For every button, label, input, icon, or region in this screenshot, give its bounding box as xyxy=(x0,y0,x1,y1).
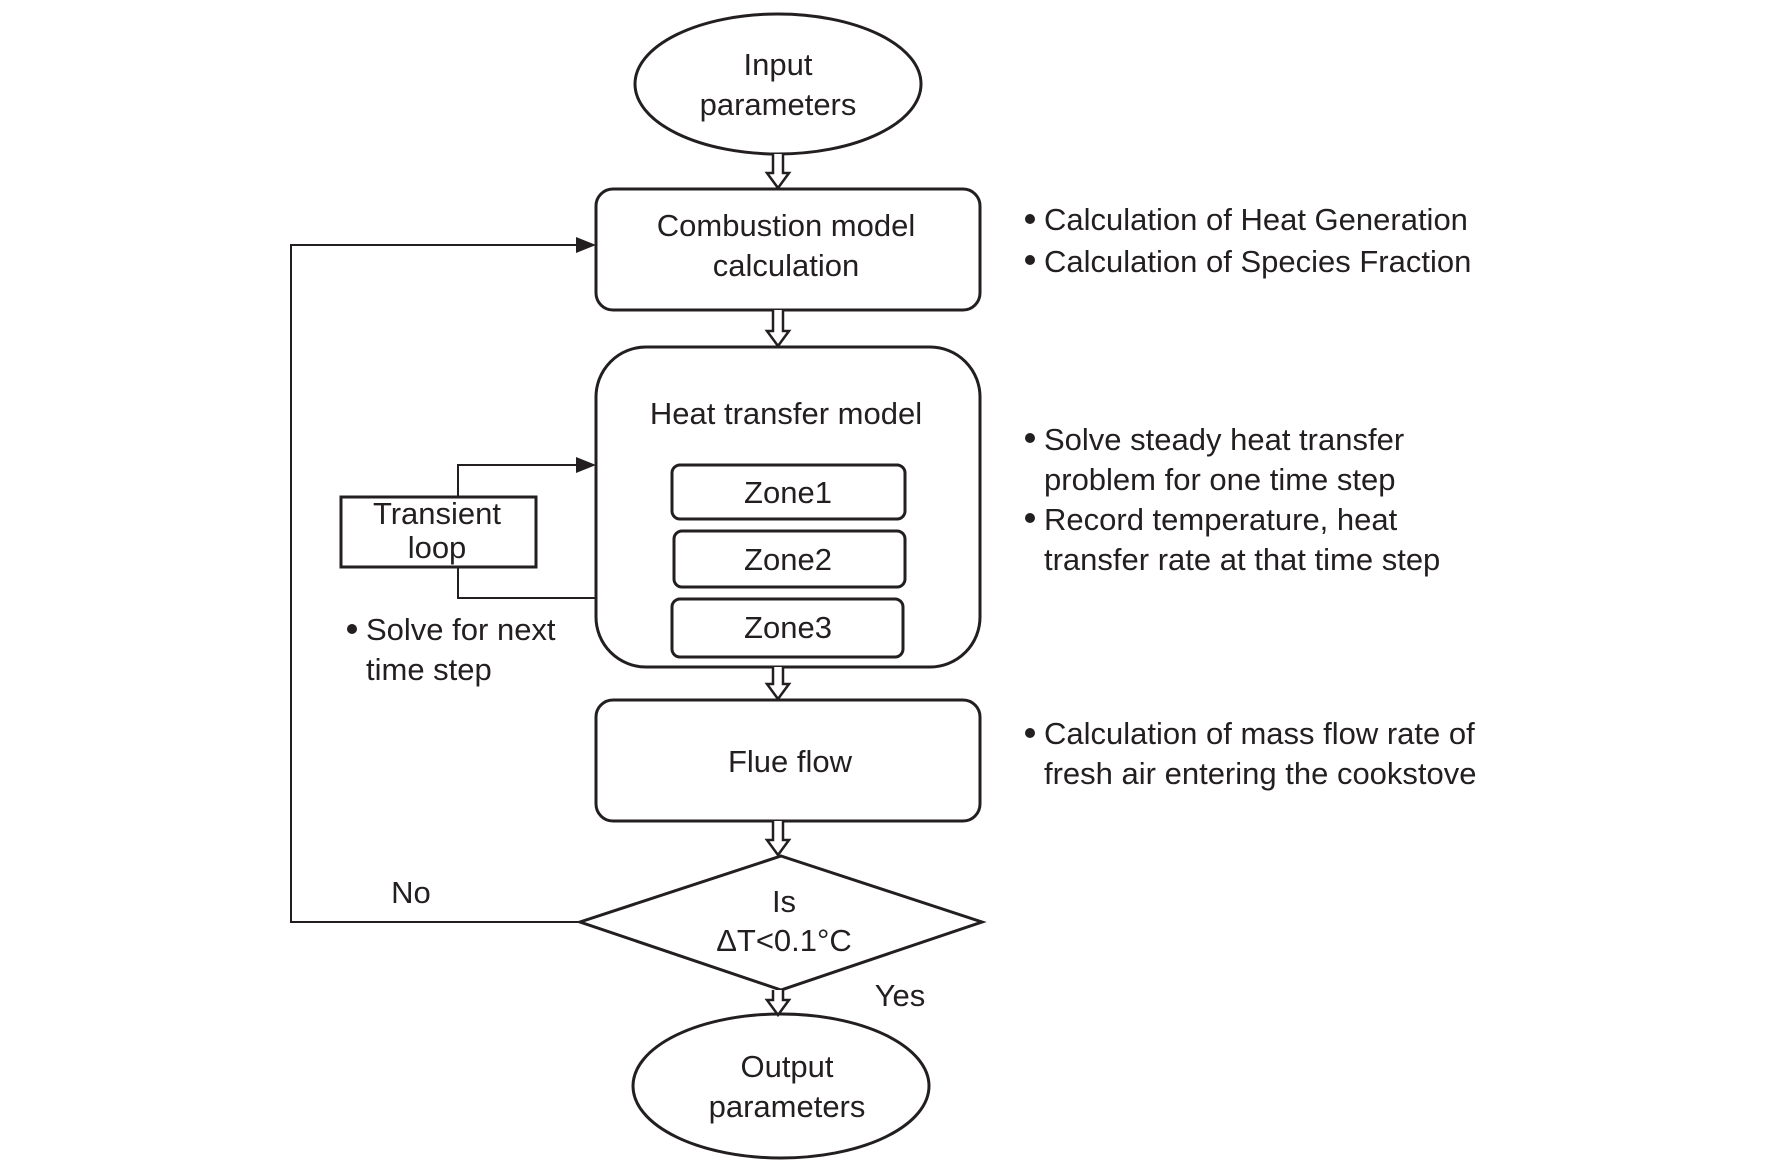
flue-flow-notes: Calculation of mass flow rate of fresh a… xyxy=(1025,716,1477,791)
transient-loop-line-2: loop xyxy=(408,530,467,565)
output-node-line-2: parameters xyxy=(709,1089,866,1124)
output-parameters-node: Output parameters xyxy=(631,1012,931,1160)
heat-transfer-note-2-line-1: Record temperature, heat xyxy=(1044,502,1398,537)
heat-transfer-note-2-line-2: transfer rate at that time step xyxy=(1044,542,1440,577)
transient-arrowhead xyxy=(576,457,596,473)
zone-2-label: Zone2 xyxy=(744,542,832,577)
no-label: No xyxy=(391,875,431,910)
combustion-node-line-2: calculation xyxy=(713,248,859,283)
zone-3-label: Zone3 xyxy=(744,610,832,645)
combustion-notes: Calculation of Heat Generation Calculati… xyxy=(1025,202,1471,279)
decision-line-1: Is xyxy=(772,884,796,919)
arrow-combustion-to-heat-transfer xyxy=(764,310,792,349)
transient-loop-node: Transient loop xyxy=(339,495,538,569)
input-parameters-node: Input parameters xyxy=(633,12,923,156)
transient-loop-line-1: Transient xyxy=(373,496,501,531)
zone-2-node: Zone2 xyxy=(672,529,907,589)
transient-loop-connector xyxy=(457,457,596,599)
flue-flow-note-line-2: fresh air entering the cookstove xyxy=(1044,756,1477,791)
zone-3-node: Zone3 xyxy=(670,597,905,659)
output-node-line-1: Output xyxy=(740,1049,833,1084)
heat-transfer-model-node: Heat transfer model xyxy=(594,345,982,669)
zone-1-label: Zone1 xyxy=(744,475,832,510)
input-node-line-2: parameters xyxy=(700,87,857,122)
transient-notes: Solve for next time step xyxy=(347,612,556,687)
flue-flow-label: Flue flow xyxy=(728,744,853,779)
no-feedback-connector xyxy=(290,237,596,923)
combustion-node-line-1: Combustion model xyxy=(657,208,915,243)
decision-node: Is ΔT<0.1°C xyxy=(575,854,987,992)
arrow-decision-to-output xyxy=(764,990,792,1018)
heat-transfer-note-1-line-2: problem for one time step xyxy=(1044,462,1396,497)
heat-transfer-note-1-line-1: Solve steady heat transfer xyxy=(1044,422,1404,457)
flue-flow-node: Flue flow xyxy=(594,698,982,823)
combustion-model-node: Combustion model calculation xyxy=(594,187,982,312)
arrow-flue-flow-to-decision xyxy=(764,821,792,858)
input-node-line-1: Input xyxy=(744,47,813,82)
arrow-input-to-combustion xyxy=(764,154,792,191)
flue-flow-note-line-1: Calculation of mass flow rate of xyxy=(1044,716,1475,751)
no-feedback-arrowhead xyxy=(576,237,596,253)
transient-note-line-1: Solve for next xyxy=(366,612,556,647)
yes-label: Yes xyxy=(875,978,926,1013)
zone-1-node: Zone1 xyxy=(670,463,907,521)
combustion-note-1: Calculation of Heat Generation xyxy=(1044,202,1468,237)
arrow-heat-transfer-to-flue-flow xyxy=(764,667,792,702)
decision-line-2: ΔT<0.1°C xyxy=(716,923,852,958)
transient-note-line-2: time step xyxy=(366,652,492,687)
combustion-note-2: Calculation of Species Fraction xyxy=(1044,244,1471,279)
heat-transfer-notes: Solve steady heat transfer problem for o… xyxy=(1025,422,1440,577)
heat-transfer-node-title: Heat transfer model xyxy=(650,396,922,431)
